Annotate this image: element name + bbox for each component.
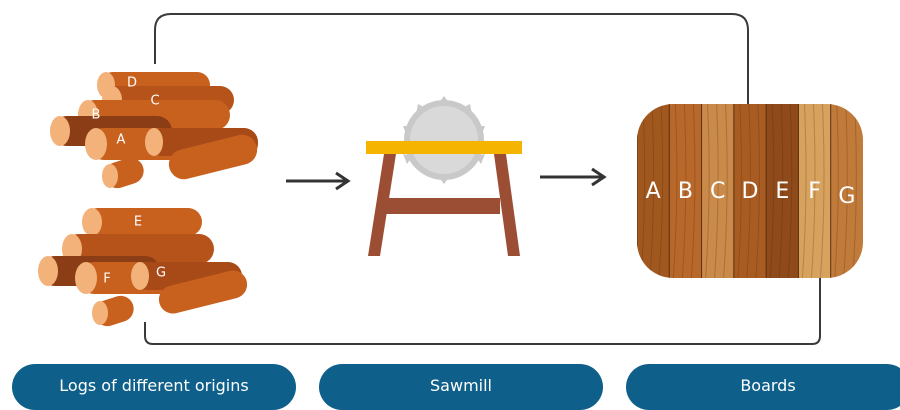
log: [101, 154, 147, 191]
saw-blade-icon: [403, 96, 485, 184]
log-pile-top: D C B A: [50, 72, 260, 192]
table-top: [366, 141, 522, 154]
arrow-right-icon: [286, 173, 348, 189]
log-letter: G: [156, 266, 166, 281]
connector-top: [155, 14, 748, 104]
arrow-right-icon: [540, 169, 604, 185]
board-letter: F: [808, 179, 821, 204]
sawmill-label: Sawmill: [319, 364, 603, 410]
board-letter: C: [710, 179, 725, 204]
log-letter: A: [117, 133, 126, 148]
board-letter: D: [742, 179, 759, 204]
log-letter: E: [134, 215, 142, 230]
boards-label: Boards: [626, 364, 900, 410]
log-letter: B: [92, 108, 101, 123]
log-letter: C: [150, 94, 159, 109]
board-letter: G: [838, 184, 855, 209]
log-letter: F: [103, 272, 110, 287]
log: [91, 292, 137, 329]
board-letter: E: [775, 179, 789, 204]
sawmill-icon: [366, 96, 522, 256]
table-crossbar: [386, 198, 500, 214]
log-letter: D: [127, 76, 137, 91]
board-letter: A: [646, 179, 661, 204]
logs-label: Logs of different origins: [12, 364, 296, 410]
log-pile-bottom: E F G: [38, 208, 250, 330]
board-letter: B: [678, 179, 693, 204]
